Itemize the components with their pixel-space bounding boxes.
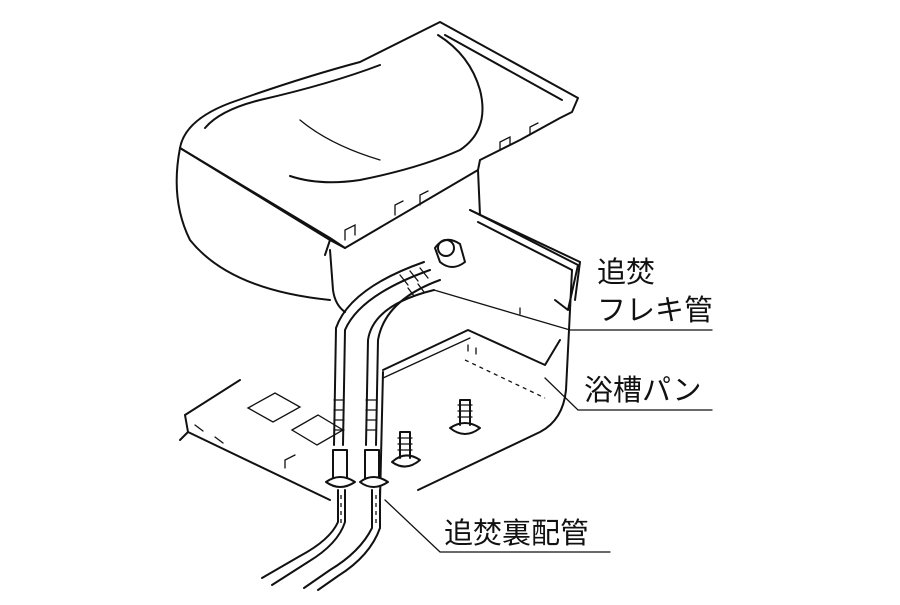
bathtub-shell bbox=[175, 21, 579, 313]
reheat-flex-pipes bbox=[325, 238, 466, 488]
reheat-back-piping bbox=[261, 489, 381, 591]
tub-pan bbox=[379, 209, 581, 501]
label-reheat-flex-pipe-line1: 追焚 bbox=[597, 255, 655, 289]
pan-fittings bbox=[391, 399, 481, 468]
label-reheat-flex-pipe-line2: フレキ管 bbox=[597, 293, 713, 327]
leader-flex-pipe bbox=[433, 289, 713, 331]
label-tub-pan: 浴槽パン bbox=[584, 373, 701, 407]
leader-back-piping bbox=[384, 499, 611, 553]
base-plate bbox=[179, 379, 345, 501]
leader-tub-pan bbox=[544, 377, 713, 411]
label-reheat-back-piping: 追焚裏配管 bbox=[444, 516, 589, 550]
